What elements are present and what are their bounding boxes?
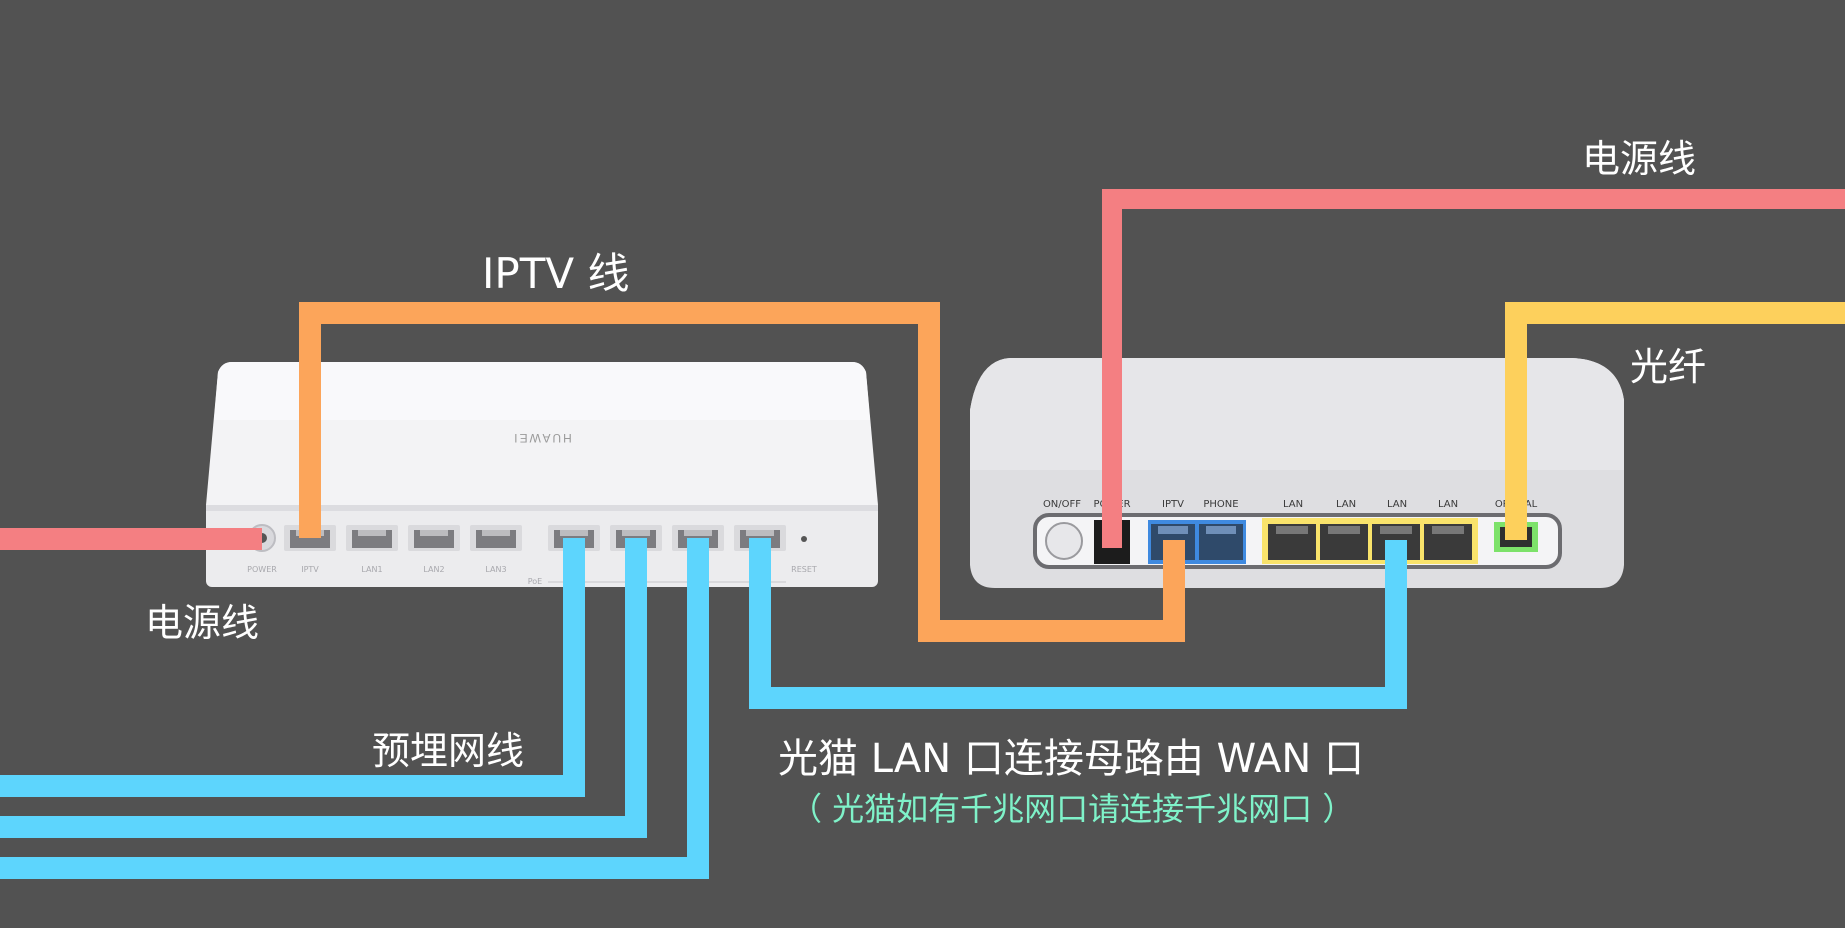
fiber-cable (1505, 302, 1845, 540)
iptv-cable (299, 302, 1185, 642)
modem-port-lan1[interactable] (1268, 524, 1316, 560)
router-port-label: LAN1 (361, 565, 382, 574)
router-port-lan1[interactable] (346, 525, 398, 551)
huawei-router: HUAWEI POWER IPTV LAN1 LAN2 LAN3 RESET P… (206, 362, 878, 587)
modem-port-label: LAN (1387, 499, 1407, 510)
modem-port-label: ON/OFF (1043, 499, 1081, 510)
label-power-cable-left: 电源线 (145, 601, 260, 645)
label-fiber: 光纤 (1630, 345, 1707, 389)
preburied-cable-1 (0, 538, 585, 797)
modem-port-label: PHONE (1203, 499, 1238, 510)
lan-to-wan-cable (749, 538, 1407, 709)
modem-port-label: LAN (1438, 499, 1458, 510)
preburied-cable-2 (0, 538, 647, 838)
router-reset-button[interactable] (801, 536, 807, 542)
router-poe-label: PoE (528, 577, 543, 586)
modem-port-phone[interactable] (1199, 524, 1243, 560)
router-port-lan2[interactable] (408, 525, 460, 551)
power-cable-modem (1102, 189, 1845, 548)
label-preburied-cables: 预埋网线 (372, 729, 525, 773)
router-brand-logo: HUAWEI (512, 431, 572, 445)
router-port-label: LAN3 (485, 565, 506, 574)
label-lan-to-wan: 光猫 LAN 口连接母路由 WAN 口 (778, 736, 1364, 782)
modem-port-lan2[interactable] (1320, 524, 1368, 560)
modem-port-label: LAN (1283, 499, 1303, 510)
router-port-label: LAN2 (423, 565, 444, 574)
modem-port-label: IPTV (1162, 499, 1184, 510)
label-lan-to-wan-note: （ 光猫如有千兆网口请连接千兆网口 ） (790, 790, 1355, 828)
router-port-label: POWER (247, 565, 277, 574)
modem-onoff-button[interactable] (1045, 522, 1083, 560)
router-port-lan3[interactable] (470, 525, 522, 551)
label-power-cable-right: 电源线 (1582, 137, 1697, 181)
label-iptv-cable: IPTV 线 (482, 249, 630, 298)
modem-port-lan4[interactable] (1424, 524, 1472, 560)
router-port-label: RESET (791, 565, 817, 574)
modem-port-label: LAN (1336, 499, 1356, 510)
preburied-cable-3 (0, 538, 709, 879)
router-port-label: IPTV (301, 565, 319, 574)
